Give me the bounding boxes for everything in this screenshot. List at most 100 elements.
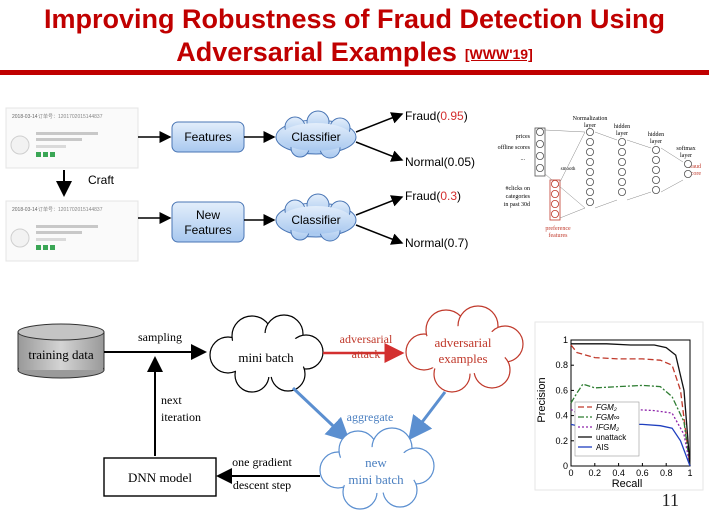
nn-node [618, 137, 627, 146]
adv-examples-label-2: examples [438, 351, 487, 366]
nn-hidden-1: hidden [614, 124, 630, 130]
craft-label: Craft [88, 173, 115, 187]
y-tick-label: 0 [563, 461, 568, 471]
arrow-to-normal-1 [355, 141, 404, 162]
new-features-label-2: Features [184, 223, 231, 237]
nn-node [536, 139, 545, 148]
next-iteration-label-2: iteration [161, 410, 201, 424]
pr-axes: 0 0.2 0.4 0.6 0.8 1 0 0.2 0.4 0.6 0.8 1 [555, 335, 692, 478]
next-iteration-label-1: next [161, 393, 182, 407]
arrow-to-fraud-2 [355, 195, 404, 216]
nn-categories: categories [506, 194, 531, 200]
x-tick-label: 0.6 [636, 468, 649, 478]
nn-node [586, 187, 595, 196]
nn-diagram: prices offline scores ... #clicks on cat… [498, 116, 702, 239]
nn-node [618, 147, 627, 156]
nn-fraud-score-1: fraud [688, 163, 701, 170]
x-tick-label: 0.4 [612, 468, 625, 478]
gradient-label-2: descent step [233, 478, 291, 492]
nn-prices: prices [516, 134, 531, 140]
arrow-to-normal-2 [355, 224, 404, 245]
classifier-label-2: Classifier [291, 213, 340, 227]
listing2-date: 2018-03-14 [12, 207, 38, 213]
nn-norm-1: Normalization [573, 116, 608, 122]
nn-pref-2: features [549, 232, 569, 239]
new-features-box [171, 201, 245, 243]
nn-softmax-1: softmax [676, 145, 695, 152]
y-tick-label: 0.8 [555, 360, 568, 370]
venue-tag: [WWW'19] [464, 45, 533, 62]
classifier-cloud-1 [275, 110, 357, 159]
listing-card-1: 2018-03-14 订单号：1201702015144837 [5, 107, 139, 169]
adv-examples-cloud [405, 305, 524, 393]
listing1-date: 2018-03-14 [12, 114, 38, 120]
nn-node [586, 167, 595, 176]
normal-output-1: Normal(0.05) [405, 155, 475, 169]
nn-node [551, 179, 560, 188]
nn-node [652, 185, 661, 194]
adv-examples-label-1: adversarial [434, 335, 491, 350]
nn-smooth: smooth [561, 167, 576, 172]
series-line [570, 383, 691, 467]
training-data-label: training data [28, 347, 94, 362]
nn-in-past: in past 30d [504, 202, 530, 208]
classifier-label-1: Classifier [291, 130, 340, 144]
new-mini-batch-label-2: mini batch [348, 472, 404, 487]
pr-chart: Precision Recall 0 0.2 0.4 0.6 0.8 1 0 0.2 0.4 0.… [534, 321, 704, 491]
page-number: 11 [661, 490, 679, 510]
new-features-label-1: New [196, 208, 220, 222]
nn-node [551, 189, 560, 198]
y-tick-label: 0.6 [555, 385, 568, 395]
nn-node [652, 165, 661, 174]
slide-title-line2: Adversarial Examples [WWW'19] [0, 37, 709, 68]
slide-title-main: Adversarial Examples [176, 37, 457, 67]
nn-node [586, 197, 595, 206]
nn-node [652, 175, 661, 184]
chart-ylabel: Precision [536, 377, 548, 422]
mini-batch-label: mini batch [238, 350, 294, 365]
x-tick-label: 0.8 [660, 468, 673, 478]
x-tick-label: 0 [568, 468, 573, 478]
new-mini-batch-cloud [319, 427, 435, 510]
nn-node [536, 163, 545, 172]
nn-fraud-score-2: score [688, 171, 701, 177]
nn-node [586, 147, 595, 156]
legend-label: IFGM₂ [596, 423, 619, 432]
y-tick-label: 1 [563, 335, 568, 345]
nn-node [586, 137, 595, 146]
dnn-model-box [103, 457, 217, 497]
nn-node [586, 157, 595, 166]
nn-nodes [536, 127, 693, 218]
x-tick-label: 0.2 [589, 468, 602, 478]
gradient-label-1: one gradient [232, 455, 292, 469]
listing2-order: 订单号：1201702015144837 [38, 206, 103, 213]
training-data-cylinder [17, 323, 105, 379]
y-tick-label: 0.2 [555, 436, 568, 446]
nn-hidden-4: layer [650, 139, 662, 145]
x-tick-label: 1 [687, 468, 692, 478]
nn-offline-scores: offline scores [498, 144, 531, 151]
arrow-aggregate-left [291, 386, 351, 443]
nn-node [618, 187, 627, 196]
nn-node [551, 199, 560, 208]
nn-node [652, 155, 661, 164]
legend-label: FGM∞ [596, 413, 620, 422]
nn-norm-2: layer [584, 123, 596, 129]
features-label: Features [184, 130, 231, 144]
series-line [571, 343, 691, 467]
series-line [570, 344, 691, 467]
nn-node [536, 151, 545, 160]
legend-label: AIS [596, 443, 609, 452]
nn-node [684, 169, 693, 178]
nn-node [551, 209, 560, 218]
chart-xlabel: Recall [612, 478, 643, 490]
fraud-output-2: Fraud(0.3) [405, 189, 461, 203]
listing-card-2: 2018-03-14 订单号：1201702015144837 [5, 200, 139, 262]
nn-node [618, 177, 627, 186]
y-tick-label: 0.4 [555, 411, 568, 421]
nn-node [536, 127, 545, 136]
slide-title-line1: Improving Robustness of Fraud Detection … [43, 4, 666, 34]
arrow-aggregate-right [408, 391, 447, 441]
arrow-to-fraud-1 [355, 112, 404, 133]
